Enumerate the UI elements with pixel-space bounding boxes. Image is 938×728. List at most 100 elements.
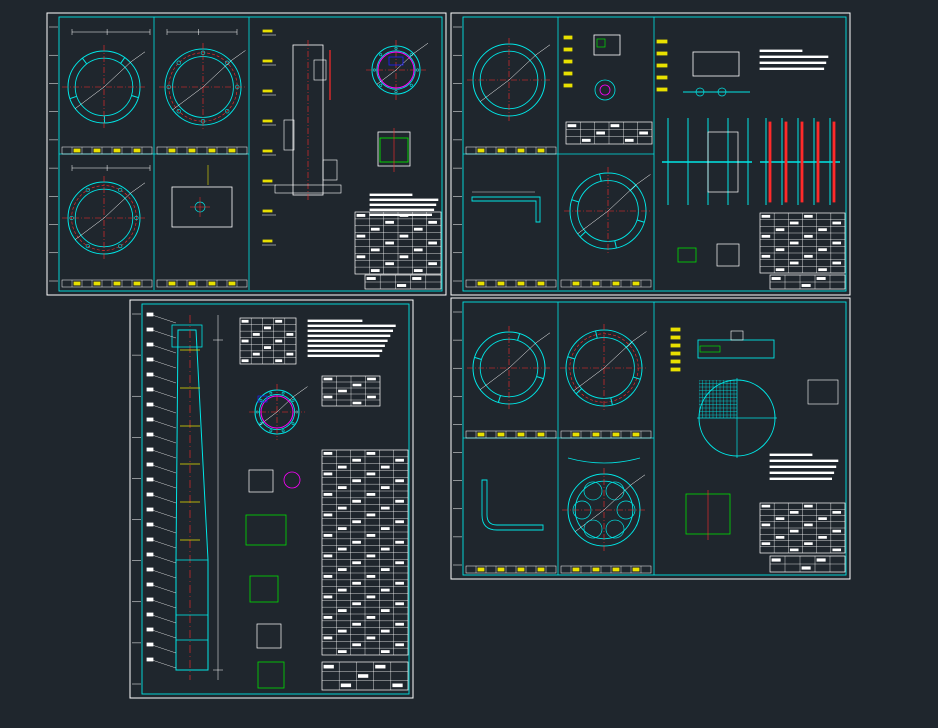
ring-segment-gap — [599, 173, 602, 182]
table-text-mark — [385, 220, 394, 224]
panel-strip-text — [228, 281, 236, 286]
callout-leader — [151, 629, 177, 639]
table-text-mark — [639, 131, 648, 135]
table-text-mark — [804, 542, 813, 545]
ring-view-1 — [467, 326, 551, 410]
section-a-blue — [257, 395, 268, 403]
panel-strip-text — [188, 148, 196, 153]
callout-number — [146, 387, 154, 392]
callout-label — [670, 343, 681, 348]
callout-number — [146, 357, 154, 362]
arm-red-mark — [784, 121, 788, 203]
detail-ii — [283, 471, 301, 489]
note-line — [769, 465, 837, 469]
callout-number — [146, 627, 154, 632]
section-a-ring — [249, 384, 308, 440]
panel-2-title — [560, 430, 652, 439]
callout-number — [146, 582, 154, 587]
petal-lobe — [572, 500, 592, 520]
callout-label — [563, 47, 573, 52]
table-text-mark — [395, 581, 404, 585]
section-ring-view — [366, 40, 429, 100]
dished-head-profile — [567, 457, 641, 464]
table-text-mark — [286, 352, 294, 356]
radius-leader — [508, 54, 537, 81]
table-text-mark — [380, 506, 390, 510]
ring-bolt-hole — [291, 398, 295, 402]
sheet-outer-frame — [129, 299, 414, 699]
radius-leader-tail — [630, 474, 646, 486]
table-text-mark — [395, 643, 404, 647]
table-text-mark — [323, 664, 334, 669]
callout-leader — [151, 554, 177, 564]
note-line — [369, 203, 437, 207]
sheet-inner-border — [462, 301, 847, 576]
table-text-mark — [395, 602, 404, 606]
table-text-mark — [356, 234, 366, 238]
ring-bolt-hole — [255, 410, 259, 414]
table-text-mark — [352, 561, 361, 565]
note-line — [307, 324, 396, 328]
callout-label — [670, 335, 681, 340]
design-data-table — [321, 375, 381, 407]
panel-strip-frame — [61, 279, 153, 288]
panel-strip-text — [133, 148, 141, 153]
column-nozzle — [283, 119, 295, 151]
sheet-3 — [129, 299, 414, 699]
panel-strip-text — [133, 281, 141, 286]
table-text-mark — [775, 517, 785, 520]
nozzle-detail-top — [593, 34, 621, 101]
panel-strip-text — [497, 148, 505, 153]
distributor-elevation — [683, 51, 750, 97]
radius-leader — [276, 396, 294, 413]
panel-strip-text — [477, 567, 485, 572]
sheet-2 — [450, 12, 851, 296]
callout-leader — [151, 644, 177, 654]
angle-profile — [471, 191, 541, 223]
radius-leader-tail — [130, 182, 146, 194]
note-line — [769, 477, 832, 481]
callout-leader — [151, 599, 177, 609]
diameter-leader — [480, 79, 510, 102]
radius-leader — [607, 184, 637, 212]
panel-4-title — [560, 565, 652, 574]
panel-strip-frame — [465, 430, 557, 439]
table-text-mark — [323, 513, 333, 517]
ring-segment-gap — [575, 388, 583, 395]
ring-bolt-hole — [259, 422, 263, 426]
distributor-port — [717, 87, 727, 97]
table-text-mark — [395, 479, 404, 483]
arm-red-mark — [800, 121, 804, 203]
sheet-3-parts-list — [321, 449, 409, 656]
petal-lobe — [605, 481, 625, 501]
tower-top-head — [171, 324, 203, 348]
ring-segment-gap — [632, 376, 641, 380]
section-a-magenta — [260, 395, 294, 429]
table-text-mark — [366, 472, 376, 476]
table-text-mark — [352, 602, 361, 606]
callout-number — [146, 477, 154, 482]
callout-label — [670, 327, 681, 332]
table-text-mark — [395, 622, 404, 626]
callout-leader — [151, 434, 177, 444]
pipe-flange — [730, 330, 744, 341]
callout-number — [146, 507, 154, 512]
level-label — [262, 209, 273, 213]
table-text-mark — [323, 472, 333, 476]
table-text-mark — [395, 520, 404, 524]
panel-strip-text — [572, 432, 580, 437]
note-line — [307, 349, 383, 353]
callout-number — [146, 417, 154, 422]
title-block-frame — [321, 661, 409, 691]
table-text-mark — [367, 395, 376, 399]
diameter-leader — [480, 367, 510, 390]
ring-bolt-hole — [379, 53, 383, 57]
table-text-mark — [775, 536, 785, 539]
table-text-mark — [789, 221, 799, 225]
flange-view-2 — [159, 43, 247, 131]
table-text-mark — [366, 451, 376, 455]
radius-leader-tail — [293, 386, 308, 397]
table-text-mark — [241, 339, 249, 343]
top-dim-2 — [166, 29, 238, 35]
